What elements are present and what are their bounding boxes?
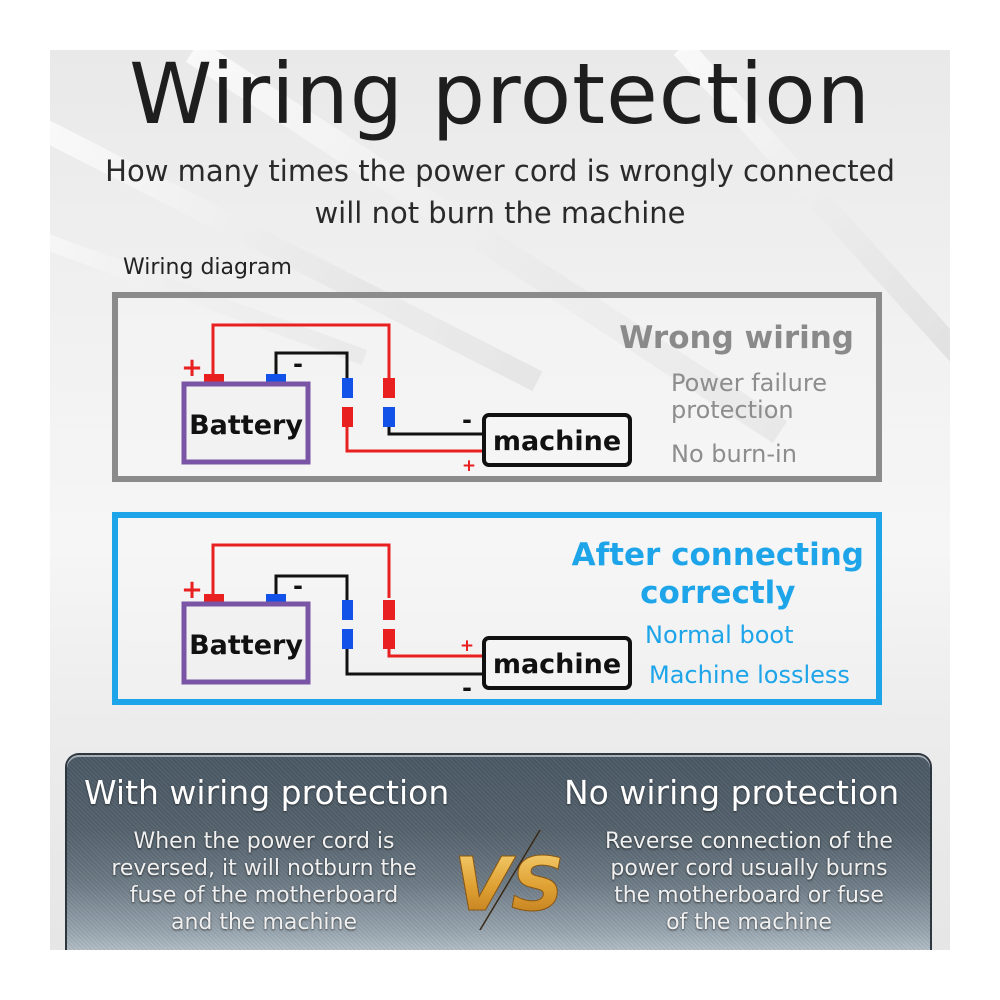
positive-wire: [387, 649, 484, 658]
wrong-wiring-title: Wrong wiring: [619, 320, 854, 356]
correct-wiring-benefit: Machine lossless: [649, 661, 850, 689]
connector-negative: [342, 629, 353, 649]
correct-wiring-benefit: Normal boot: [645, 621, 794, 649]
page-subtitle: How many times the power cord is wrongly…: [50, 150, 950, 234]
battery-negative-terminal: [266, 594, 286, 603]
correct-wiring-panel: Battery + - + - machine After connecting…: [112, 512, 882, 705]
description-line: fuse of the motherboard: [129, 883, 399, 908]
machine-plus-sign: +: [460, 636, 474, 656]
correct-wiring-diagram: Battery + - + - machine: [181, 543, 632, 702]
battery-plus-sign: +: [181, 575, 203, 605]
benefit-line: protection: [671, 396, 794, 424]
negative-wire: [274, 574, 349, 600]
description-line: power cord usually burns: [610, 856, 888, 881]
description-line: the motherboard or fuse: [614, 883, 884, 908]
positive-wire: [211, 543, 391, 598]
machine-label: machine: [493, 426, 621, 457]
no-protection-heading: No wiring protection: [564, 773, 900, 812]
with-protection-description: When the power cord is reversed, it will…: [84, 828, 444, 936]
vs-slash: [479, 830, 541, 930]
subtitle-line: How many times the power cord is wrongly…: [105, 154, 895, 188]
page-title: Wiring protection: [129, 50, 871, 143]
battery-positive-terminal: [204, 374, 224, 383]
machine-box: [482, 636, 632, 690]
with-protection-heading: With wiring protection: [84, 773, 450, 812]
machine-plus-sign: +: [462, 456, 476, 476]
description-line: reversed, it will notburn the: [111, 856, 417, 881]
vs-label: VS: [457, 842, 562, 928]
description-line: and the machine: [170, 910, 358, 935]
battery-body: [181, 601, 311, 685]
description-line: When the power cord is: [133, 829, 395, 854]
machine-box: [482, 413, 632, 467]
wrong-wiring-benefit: No burn-in: [671, 440, 797, 468]
battery-label: Battery: [189, 630, 303, 661]
battery-positive-terminal: [204, 594, 224, 603]
no-protection-description: Reverse connection of the power cord usu…: [569, 828, 929, 936]
wrong-wiring-panel: Battery + - - + machine Wrong wiring Pow…: [112, 292, 882, 482]
connector-negative: [383, 407, 395, 427]
connector-negative: [342, 378, 353, 398]
connector-positive: [342, 407, 353, 427]
correct-wiring-title: After connecting correctly: [572, 536, 864, 612]
wrong-wiring-diagram: Battery + - - + machine: [181, 323, 632, 476]
machine-minus-sign: -: [462, 674, 472, 702]
battery-body: [181, 381, 311, 465]
wrong-wiring-benefit: Power failure protection: [671, 370, 827, 424]
connector-positive: [383, 378, 395, 398]
negative-wire: [345, 649, 484, 676]
vs-badge-icon: VS: [457, 830, 562, 930]
subtitle-line: will not burn the machine: [314, 196, 686, 230]
description-line: of the machine: [666, 910, 832, 935]
battery-negative-terminal: [266, 374, 286, 383]
battery-label: Battery: [189, 410, 303, 441]
comparison-panel: With wiring protection When the power co…: [67, 755, 930, 950]
title-line: correctly: [640, 575, 796, 611]
machine-label: machine: [493, 649, 621, 680]
negative-wire: [387, 427, 484, 436]
battery-minus-sign: -: [293, 350, 303, 378]
battery-minus-sign: -: [293, 572, 303, 600]
infographic-canvas: Wiring protection How many times the pow…: [50, 50, 950, 950]
connector-positive: [383, 629, 395, 649]
benefit-line: Power failure: [671, 369, 827, 397]
positive-wire: [211, 323, 391, 378]
battery-plus-sign: +: [181, 353, 203, 383]
description-line: Reverse connection of the: [605, 829, 893, 854]
machine-minus-sign: -: [462, 406, 472, 434]
negative-wire: [274, 351, 349, 378]
connector-positive: [383, 600, 395, 620]
positive-wire: [345, 427, 484, 453]
wiring-diagram-label: Wiring diagram: [123, 255, 292, 280]
title-line: After connecting: [571, 537, 864, 573]
connector-negative: [342, 600, 353, 620]
